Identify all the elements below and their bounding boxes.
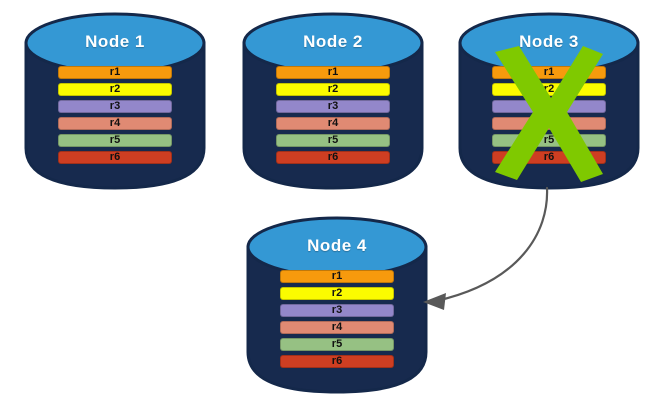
row-label: r4: [109, 117, 121, 129]
node-3-row-r1[interactable]: r1: [492, 66, 606, 79]
row-label: r4: [327, 117, 339, 129]
node-3-rows: r1 r2 r3 r4 r5 r6: [458, 66, 640, 164]
node-2-row-r3[interactable]: r3: [276, 100, 390, 113]
row-label: r6: [109, 151, 121, 163]
row-label: r5: [331, 338, 343, 350]
row-label: r3: [327, 100, 339, 112]
node-1-row-r4[interactable]: r4: [58, 117, 172, 130]
row-label: r1: [109, 66, 121, 78]
row-label: r5: [327, 134, 339, 146]
node-4-row-r4[interactable]: r4: [280, 321, 394, 334]
node-3-row-r5[interactable]: r5: [492, 134, 606, 147]
row-label: r6: [331, 355, 343, 367]
node-3-row-r4[interactable]: r4: [492, 117, 606, 130]
node-4-row-r5[interactable]: r5: [280, 338, 394, 351]
node-4-row-r2[interactable]: r2: [280, 287, 394, 300]
row-label: r1: [327, 66, 339, 78]
node-1[interactable]: Node 1 r1 r2 r3 r4 r5 r6: [24, 8, 206, 190]
row-label: r2: [327, 83, 339, 95]
node-3-row-r6[interactable]: r6: [492, 151, 606, 164]
row-label: r1: [331, 270, 343, 282]
node-2-row-r2[interactable]: r2: [276, 83, 390, 96]
node-1-row-r3[interactable]: r3: [58, 100, 172, 113]
row-label: r2: [543, 83, 555, 95]
node-2-rows: r1 r2 r3 r4 r5 r6: [242, 66, 424, 164]
node-2[interactable]: Node 2 r1 r2 r3 r4 r5 r6: [242, 8, 424, 190]
node-2-row-r5[interactable]: r5: [276, 134, 390, 147]
row-label: r3: [331, 304, 343, 316]
row-label: r5: [109, 134, 121, 146]
row-label: r1: [543, 66, 555, 78]
node-1-row-r2[interactable]: r2: [58, 83, 172, 96]
node-2-row-r1[interactable]: r1: [276, 66, 390, 79]
node-3-row-r2[interactable]: r2: [492, 83, 606, 96]
node-1-row-r6[interactable]: r6: [58, 151, 172, 164]
row-label: r3: [109, 100, 121, 112]
node-3-row-r3[interactable]: r3: [492, 100, 606, 113]
row-label: r4: [543, 117, 555, 129]
node-4-row-r3[interactable]: r3: [280, 304, 394, 317]
node-4-rows: r1 r2 r3 r4 r5 r6: [246, 270, 428, 368]
row-label: r3: [543, 100, 555, 112]
node-2-row-r6[interactable]: r6: [276, 151, 390, 164]
row-label: r5: [543, 134, 555, 146]
node-1-row-r1[interactable]: r1: [58, 66, 172, 79]
node-1-row-r5[interactable]: r5: [58, 134, 172, 147]
row-label: r2: [331, 287, 343, 299]
row-label: r6: [327, 151, 339, 163]
node-4-row-r1[interactable]: r1: [280, 270, 394, 283]
node-4-row-r6[interactable]: r6: [280, 355, 394, 368]
node-4[interactable]: Node 4 r1 r2 r3 r4 r5 r6: [246, 212, 428, 394]
row-label: r2: [109, 83, 121, 95]
node-1-rows: r1 r2 r3 r4 r5 r6: [24, 66, 206, 164]
row-label: r6: [543, 151, 555, 163]
node-2-row-r4[interactable]: r4: [276, 117, 390, 130]
row-label: r4: [331, 321, 343, 333]
node-3[interactable]: Node 3 r1 r2 r3 r4 r5 r6: [458, 8, 640, 190]
